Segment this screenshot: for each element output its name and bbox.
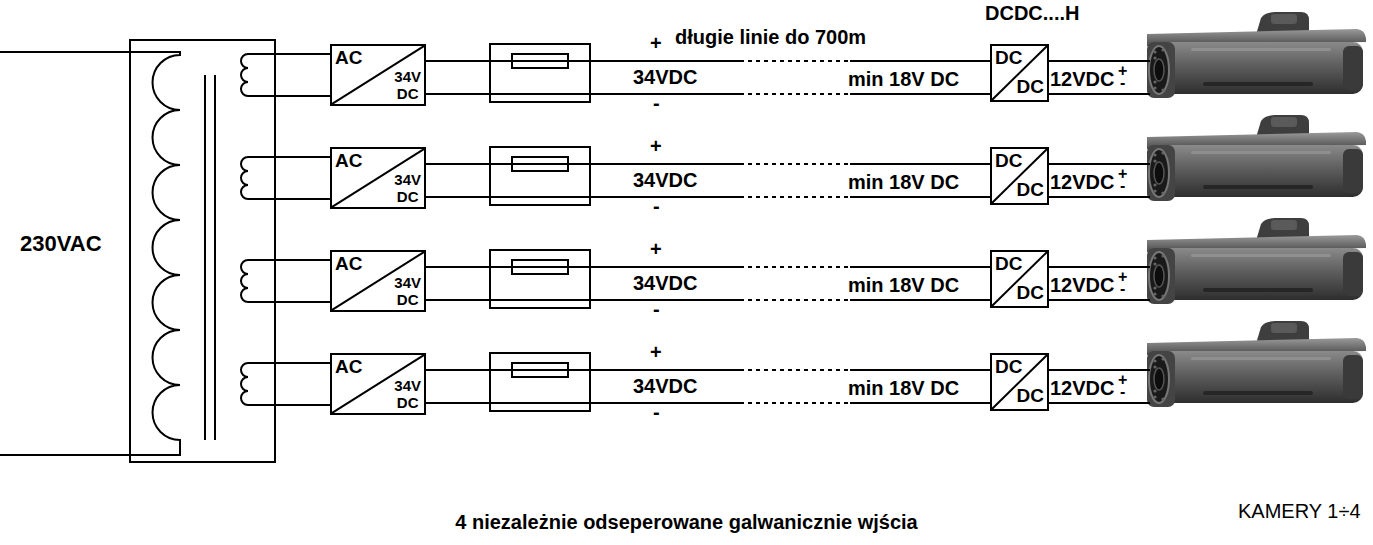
supply-line-minus xyxy=(426,300,990,301)
converter-input-label: DC xyxy=(995,48,1022,69)
input-voltage-min: min 18V DC xyxy=(848,274,959,296)
camera-feed-wire xyxy=(1049,61,1150,94)
diagram-caption: 4 niezależnie odseperowane galwanicznie … xyxy=(0,511,1373,533)
polarity-minus: - xyxy=(1120,74,1125,92)
model-name: DCDC....H xyxy=(985,2,1079,24)
converter-output-label: 34V DC xyxy=(394,172,421,205)
dc-dc-converter: DC DC xyxy=(990,250,1049,308)
converter-output-label: 34V DC xyxy=(394,69,421,102)
ac-dc-converter: AC 34V DC xyxy=(330,250,426,312)
camera-picture xyxy=(1147,321,1366,407)
supply-line-minus xyxy=(426,94,990,95)
camera-note: KAMERY 1÷4 xyxy=(1238,500,1361,522)
ac-dc-converter: AC 34V DC xyxy=(330,353,426,415)
ac-dc-converter: AC 34V DC xyxy=(330,147,426,209)
converter-input-label: AC xyxy=(335,357,362,378)
converter-output-label: DC xyxy=(1017,77,1044,98)
polarity-minus: - xyxy=(653,92,660,114)
input-voltage-min: min 18V DC xyxy=(848,171,959,193)
camera-feed-wire xyxy=(1049,164,1150,197)
converter-input-label: DC xyxy=(995,254,1022,275)
primary-winding xyxy=(0,52,180,455)
converter-input-label: AC xyxy=(335,48,362,69)
wire-layer xyxy=(426,61,1150,403)
converter-input-label: AC xyxy=(335,151,362,172)
polarity-minus: - xyxy=(653,401,660,423)
dc-dc-converter: DC DC xyxy=(990,147,1049,205)
converter-output-label: DC xyxy=(1017,386,1044,407)
supply-line-minus xyxy=(426,403,990,404)
converter-output-label: DC xyxy=(1017,283,1044,304)
converter-output-label: 34V DC xyxy=(394,275,421,308)
converter-output-label: 34V DC xyxy=(394,378,421,411)
camera-feed-wire xyxy=(1049,267,1150,300)
supply-line-plus xyxy=(426,61,990,62)
polarity-minus: - xyxy=(653,195,660,217)
converter-input-label: DC xyxy=(995,357,1022,378)
converter-output-label: DC xyxy=(1017,180,1044,201)
camera-picture xyxy=(1147,218,1366,304)
camera-voltage: 12VDC xyxy=(1050,68,1114,90)
output-voltage: 34VDC xyxy=(633,169,697,191)
camera-voltage: 12VDC xyxy=(1050,171,1114,193)
camera-picture xyxy=(1147,12,1366,98)
converter-input-label: AC xyxy=(335,254,362,275)
polarity-minus: - xyxy=(1120,383,1125,401)
polarity-minus: - xyxy=(653,298,660,320)
supply-line-plus xyxy=(426,370,990,371)
input-voltage-min: min 18V DC xyxy=(848,68,959,90)
camera-voltage: 12VDC xyxy=(1050,274,1114,296)
polarity-plus: + xyxy=(650,341,662,363)
secondary-winding xyxy=(241,157,330,199)
polarity-minus: - xyxy=(1120,280,1125,298)
polarity-minus: - xyxy=(1120,177,1125,195)
polarity-plus: + xyxy=(650,238,662,260)
supply-line-plus xyxy=(426,267,990,268)
secondary-winding xyxy=(241,260,330,302)
output-voltage: 34VDC xyxy=(633,66,697,88)
camera-voltage: 12VDC xyxy=(1050,377,1114,399)
dc-dc-converter: DC DC xyxy=(990,44,1049,102)
transformer-core xyxy=(204,75,206,440)
line-length-note: długie linie do 700m xyxy=(675,26,866,48)
supply-line-minus xyxy=(426,197,990,198)
camera-picture xyxy=(1147,115,1366,201)
ac-dc-converter: AC 34V DC xyxy=(330,44,426,106)
supply-line-plus xyxy=(426,164,990,165)
polarity-plus: + xyxy=(650,32,662,54)
output-voltage: 34VDC xyxy=(633,375,697,397)
input-voltage-min: min 18V DC xyxy=(848,377,959,399)
mains-voltage: 230VAC xyxy=(20,232,102,256)
polarity-plus: + xyxy=(650,135,662,157)
converter-input-label: DC xyxy=(995,151,1022,172)
output-voltage: 34VDC xyxy=(633,272,697,294)
transformer-core xyxy=(214,75,216,440)
dc-dc-converter: DC DC xyxy=(990,353,1049,411)
secondary-winding xyxy=(241,54,330,96)
secondary-winding xyxy=(241,363,330,405)
camera-feed-wire xyxy=(1049,370,1150,403)
